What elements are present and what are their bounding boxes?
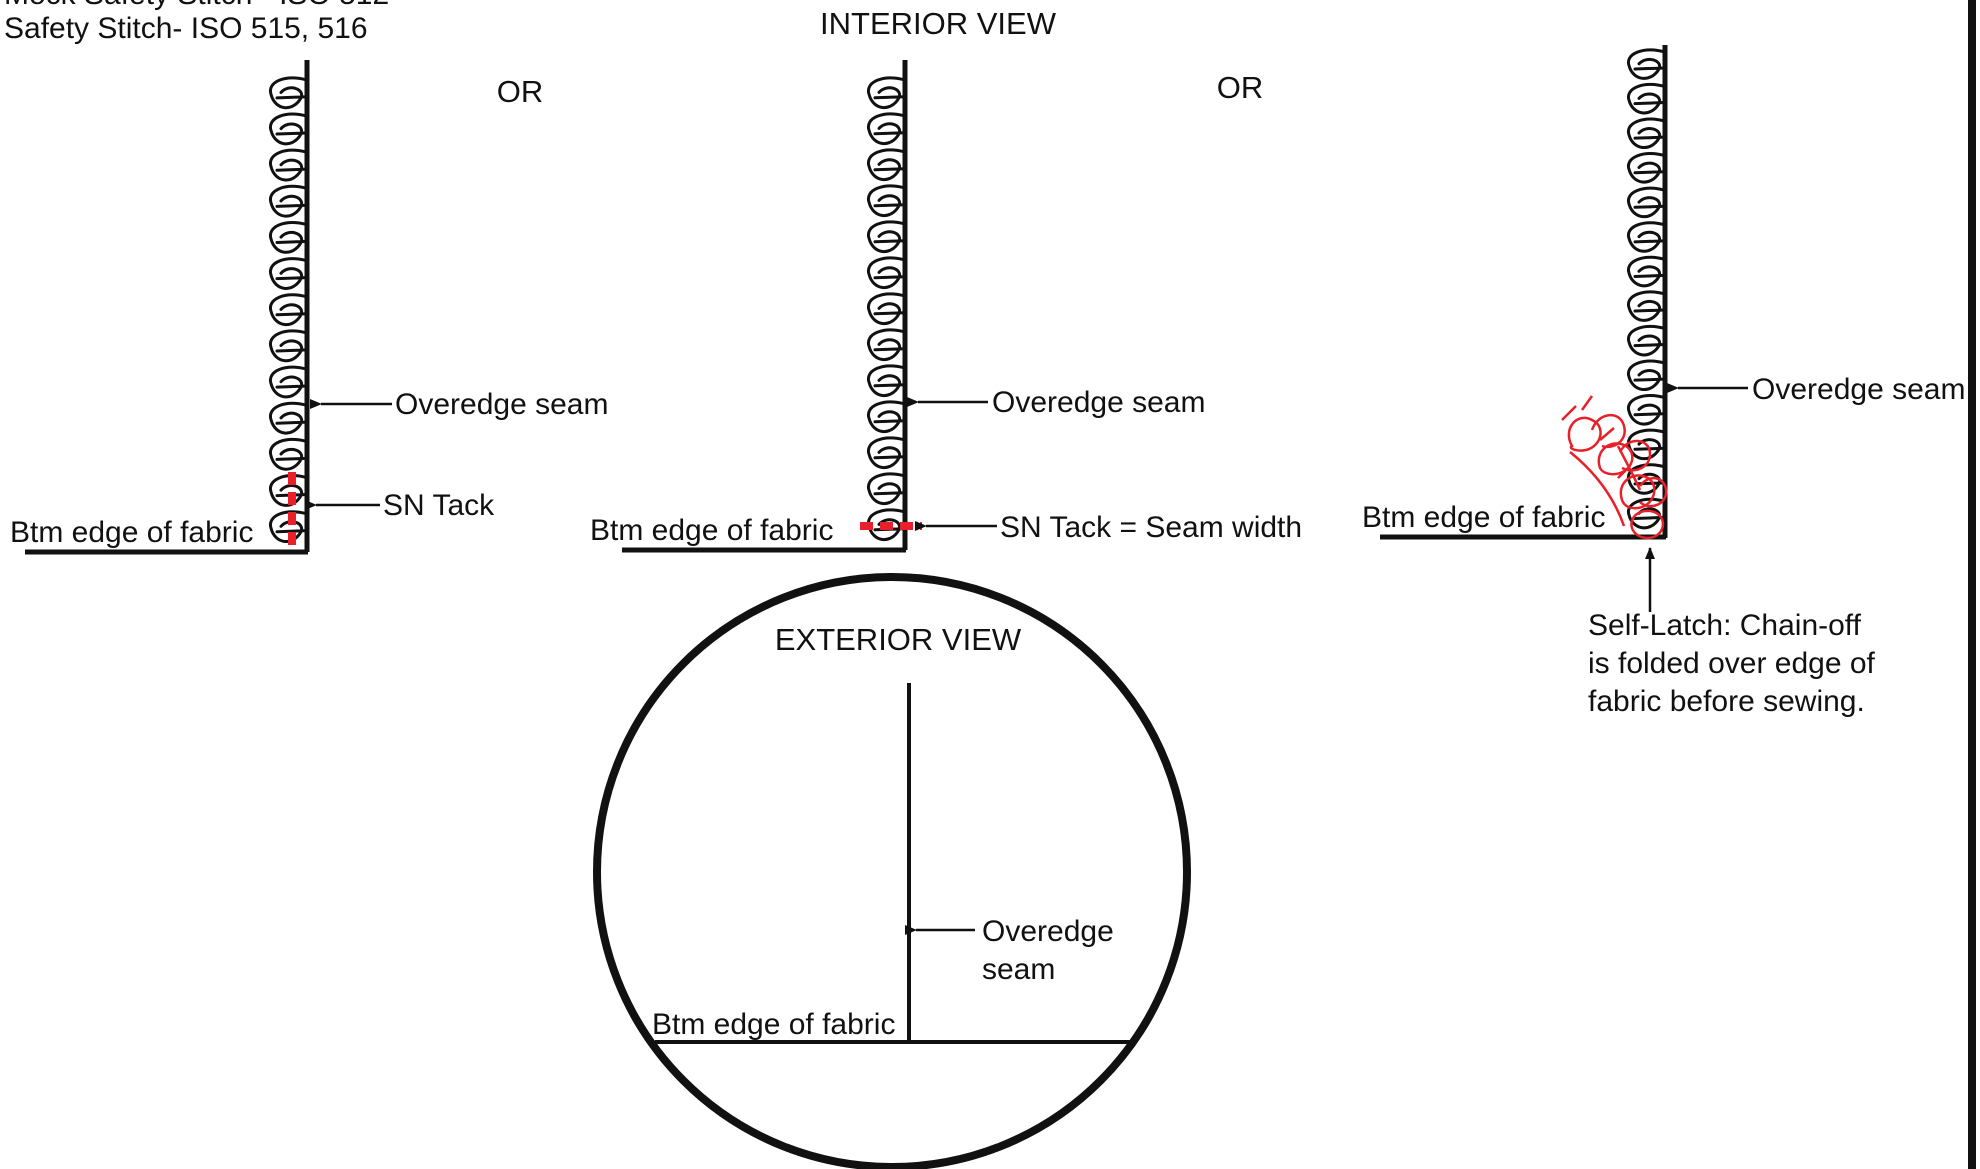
interior-view-title: INTERIOR VIEW [820, 6, 1057, 41]
stitch-loop [867, 472, 907, 505]
middle-overedge-label: Overedge seam [992, 386, 1205, 419]
stitch-loop [1627, 255, 1667, 288]
stitch-loop [269, 112, 309, 146]
left-panel: Overedge seam SN Tack Btm edge of fabric [10, 60, 608, 555]
stitch-loop [1627, 152, 1667, 184]
header-line-1: Mock Safety Stitch - ISO 512 [4, 0, 389, 11]
stitch-loop [269, 184, 309, 218]
stitch-loop [269, 76, 309, 110]
stitch-loop [867, 328, 907, 361]
left-tack-label: SN Tack [383, 489, 495, 522]
stitch-loop [1627, 359, 1667, 391]
middle-tack-label: SN Tack = Seam width [1000, 511, 1302, 544]
stitch-loop [867, 184, 907, 217]
exterior-view-circle [593, 573, 1191, 1169]
stitch-loop [1627, 290, 1667, 322]
stitch-loop [867, 148, 907, 181]
right-overedge-stitch-chain [1627, 48, 1667, 530]
exterior-overedge-label-1: Overedge [982, 915, 1114, 948]
stitch-loop [867, 436, 907, 469]
stitch-loop [1627, 117, 1667, 149]
exterior-bottom-edge-label: Btm edge of fabric [652, 1008, 895, 1041]
exterior-view-title: EXTERIOR VIEW [775, 622, 1022, 657]
stitch-loop [269, 365, 309, 399]
stitch-loop [867, 112, 907, 145]
self-latch-text-line-1: Self-Latch: Chain-off [1588, 609, 1862, 642]
middle-panel: Overedge seam SN Tack = Seam width Btm e… [590, 60, 1302, 553]
middle-overedge-stitch-chain [867, 76, 907, 541]
left-overedge-label: Overedge seam [395, 388, 608, 421]
self-latch-chain-off [1561, 395, 1668, 540]
stitch-loop [269, 257, 309, 290]
self-latch-text-line-3: fabric before sewing. [1588, 685, 1865, 718]
stitch-loop [269, 148, 309, 182]
stitch-loop [1627, 83, 1667, 115]
header-line-2: Safety Stitch- ISO 515, 516 [4, 12, 368, 45]
stitch-loop [269, 221, 309, 254]
stitch-loop [1627, 221, 1667, 253]
stitch-loop [269, 293, 309, 327]
right-bottom-edge-label: Btm edge of fabric [1362, 501, 1605, 534]
stitch-loop [867, 400, 907, 433]
right-overedge-label: Overedge seam [1752, 373, 1965, 406]
stitch-loop [867, 256, 907, 289]
right-panel: Overedge seam Btm edge of fabric Self-La… [1362, 45, 1965, 718]
stitch-loop [867, 364, 907, 397]
stitch-loop [1627, 463, 1667, 495]
stitch-loop [1627, 394, 1667, 426]
left-bottom-edge-label: Btm edge of fabric [10, 516, 253, 549]
or-separator-right: OR [1217, 70, 1264, 105]
stitch-loop [269, 438, 309, 471]
stitch-loop [1627, 48, 1667, 80]
stitch-loop [269, 401, 309, 435]
stitch-loop [867, 292, 907, 325]
stitch-loop [867, 220, 907, 253]
or-separator-left: OR [497, 74, 544, 109]
exterior-view: Overedge seam Btm edge of fabric [593, 573, 1191, 1169]
middle-bottom-edge-label: Btm edge of fabric [590, 514, 833, 547]
stitch-loop [867, 76, 907, 109]
stitch-loop [1627, 325, 1667, 357]
exterior-overedge-label-2: seam [982, 953, 1055, 986]
stitch-loop [269, 329, 309, 363]
self-latch-text-line-2: is folded over edge of [1588, 647, 1876, 680]
stitch-loop [1627, 186, 1667, 219]
